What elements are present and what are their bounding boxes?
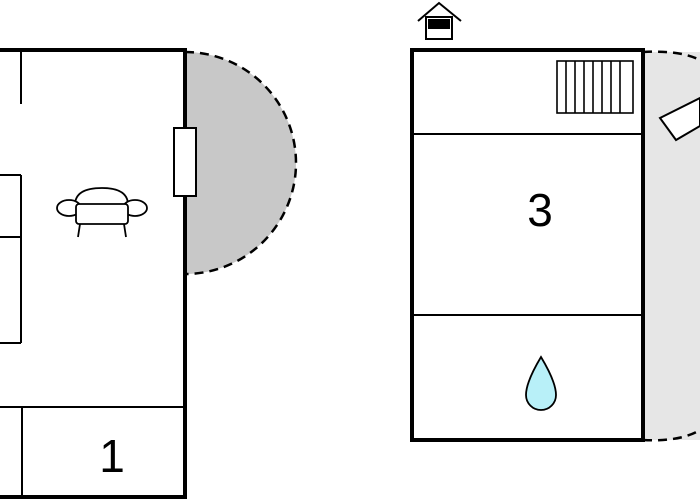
room-1-label: 1 [99, 430, 125, 482]
left-building: 1 [0, 48, 197, 499]
door-handle-icon [173, 127, 197, 197]
water-drop-icon [525, 355, 557, 411]
terrace-right-outline [642, 50, 700, 442]
armchair-icon [56, 187, 148, 238]
room-3-label: 3 [527, 184, 553, 236]
right-building-walls [410, 48, 645, 442]
left-building-walls [0, 48, 187, 499]
radiator-icon [556, 60, 634, 114]
triangle-marker-icon [658, 96, 700, 142]
terrace-left-outline [184, 50, 298, 276]
house-entrance-icon [417, 1, 462, 40]
right-building: 3 [410, 48, 645, 442]
terrace-right [643, 52, 700, 440]
terrace-left [185, 52, 296, 274]
